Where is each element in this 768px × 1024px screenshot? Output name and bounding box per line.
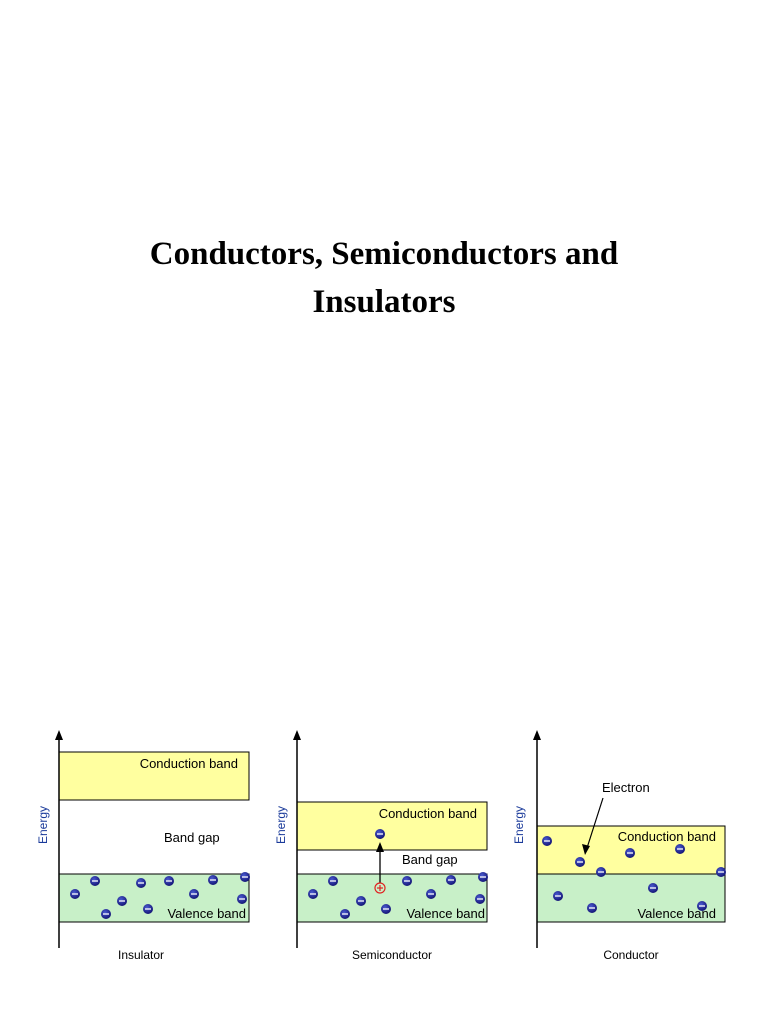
electrons [70, 872, 250, 919]
electron-icon [426, 889, 436, 899]
electron-icon [475, 894, 485, 904]
electron-icon [117, 896, 127, 906]
page-title: Conductors, Semiconductors and Insulator… [0, 230, 768, 326]
electron-icon [164, 876, 174, 886]
electron-icon [675, 844, 685, 854]
electron-icon [402, 876, 412, 886]
title-line-1: Conductors, Semiconductors and [149, 236, 619, 272]
conduction-band [296, 801, 488, 851]
electron-icon [478, 872, 488, 882]
electron-icon [143, 904, 153, 914]
electron-icon [553, 891, 563, 901]
panel-caption: Conductor [603, 948, 658, 962]
excitation-arrow-icon [376, 842, 384, 852]
valence-band-label: Valence band [167, 906, 246, 921]
energy-label: Energy [274, 806, 288, 844]
electron-icon [328, 876, 338, 886]
axis-arrow-icon [293, 730, 301, 740]
electron-icon [136, 878, 146, 888]
electron-icon [375, 829, 385, 839]
electrons [308, 829, 488, 919]
electron-icon [208, 875, 218, 885]
electron-icon [240, 872, 250, 882]
electron-icon [716, 867, 726, 877]
band-gap-label: Band gap [402, 852, 458, 867]
electron-pointer-icon [582, 844, 590, 855]
conduction-band [58, 751, 250, 801]
electron-icon [596, 867, 606, 877]
electron-icon [575, 857, 585, 867]
electron-icon [90, 876, 100, 886]
panel-caption: Insulator [118, 948, 164, 962]
electron-icon [308, 889, 318, 899]
electron-icon [101, 909, 111, 919]
electron-icon [356, 896, 366, 906]
electron-icon [381, 904, 391, 914]
electron-icon [697, 901, 707, 911]
electron-icon [340, 909, 350, 919]
valence-band [536, 873, 726, 923]
conduction-band-label: Conduction band [618, 829, 716, 844]
valence-band-label: Valence band [637, 906, 716, 921]
electron-pointer [586, 797, 604, 849]
title-line-2: Insulators [312, 284, 456, 320]
conduction-band-label: Conduction band [140, 756, 238, 771]
electrons [542, 836, 726, 913]
electron-icon [189, 889, 199, 899]
electron-icon [237, 894, 247, 904]
electron-icon [648, 883, 658, 893]
axis-arrow-icon [55, 730, 63, 740]
conduction-band-label: Conduction band [379, 806, 477, 821]
energy-label: Energy [36, 806, 50, 844]
electron-icon [587, 903, 597, 913]
electron-icon [446, 875, 456, 885]
electron-icon [542, 836, 552, 846]
electron-icon [70, 889, 80, 899]
hole-icon [374, 882, 386, 894]
electron-icon [625, 848, 635, 858]
insulator-panel: Energy Conduction band Band gap Valence … [36, 730, 250, 962]
band-gap-label: Band gap [164, 830, 220, 845]
band-diagram: Energy Conduction band Band gap Valence … [36, 730, 726, 962]
valence-band-label: Valence band [406, 906, 485, 921]
semiconductor-panel: Energy Conduction band Band gap Valence … [274, 730, 488, 962]
panel-caption: Semiconductor [352, 948, 432, 962]
electron-label: Electron [602, 780, 650, 795]
energy-label: Energy [512, 806, 526, 844]
axis-arrow-icon [533, 730, 541, 740]
conductor-panel: Energy Electron Conduction band Valence … [512, 730, 726, 962]
